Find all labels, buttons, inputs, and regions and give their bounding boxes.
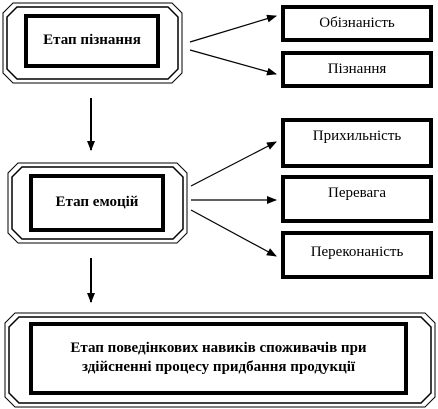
stage-emotion-frame <box>7 162 188 244</box>
emotion-item-preference-label: Перевага <box>327 185 386 202</box>
cognition-item-box-knowledge <box>281 51 433 88</box>
emotion-item-affection-label: Прихильність <box>312 128 402 144</box>
cognition-item-knowledge-label: Пізнання <box>327 60 387 77</box>
emotion-item-box-preference <box>281 175 433 223</box>
emotion-item-conviction-label: Переконаність <box>310 244 404 261</box>
stage-cognition-label: Етап пізнання <box>43 32 141 49</box>
cognition-item-awareness-label: Обізнаність <box>319 14 395 31</box>
emotion-item-box-affection <box>281 118 433 168</box>
stage-emotion-label: Етап емоцій <box>55 194 139 211</box>
final-stage-frame <box>4 312 436 408</box>
cognition-item-box-awareness <box>281 5 433 42</box>
arrow-cognition-to-knowledge <box>189 49 277 76</box>
arrow-emotion-to-affection <box>190 141 277 187</box>
arrow-emotion-to-conviction <box>190 209 277 257</box>
arrow-cognition-to-awareness <box>189 14 277 43</box>
stage-cognition-frame <box>2 2 183 84</box>
final-stage-label: Етап поведінкових навиків споживачів при… <box>70 340 367 375</box>
emotion-item-box-conviction <box>281 231 433 279</box>
